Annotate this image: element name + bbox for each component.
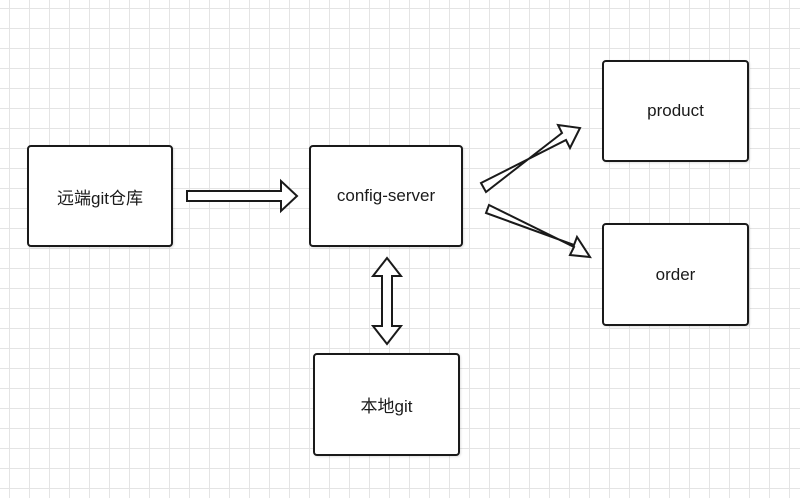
node-order-label: order (655, 264, 696, 284)
node-product[interactable]: product (602, 60, 749, 162)
arrow-config-local-bidirectional (370, 256, 404, 346)
node-config-server-label: config-server (336, 186, 436, 205)
node-local-git[interactable]: 本地git (313, 353, 460, 456)
arrow-remote-to-config (186, 178, 299, 214)
arrow-config-to-order (484, 203, 592, 259)
node-remote-git-label: 远端git仓库 (57, 188, 143, 208)
node-config-server[interactable]: config-server (309, 145, 463, 247)
node-remote-git[interactable]: 远端git仓库 (27, 145, 173, 247)
node-product-label: product (647, 101, 704, 120)
arrow-config-to-product (479, 123, 582, 194)
node-local-git-label: 本地git (360, 397, 413, 416)
node-order[interactable]: order (602, 223, 749, 326)
